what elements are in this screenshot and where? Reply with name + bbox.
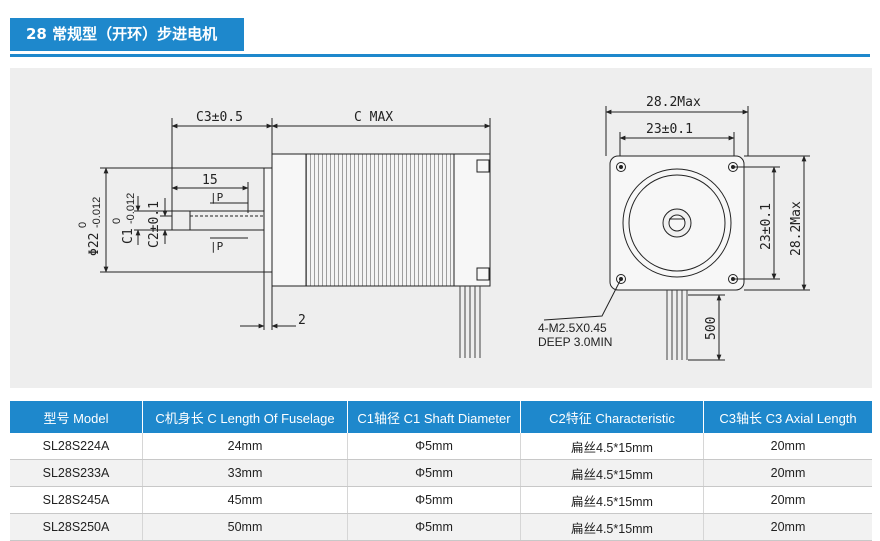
cell-shaft-diameter: Φ5mm [347,433,521,460]
dim-lead-length: 500 [704,317,719,340]
dim-c-max: C MAX [354,110,393,125]
table-row: SL28S233A 33mm Φ5mm 扁丝4.5*15mm 20mm [10,459,872,487]
dim-phi22-tol-lower: -0.012 [91,197,103,228]
dim-width-max: 28.2Max [646,95,701,110]
dim-c2: C2±0.1 [147,201,162,248]
header-characteristic: C2特征 Characteristic [520,401,704,433]
cell-length: 33mm [142,459,348,487]
header-length: C机身长 C Length Of Fuselage [142,401,348,433]
hole-note-line2: DEEP 3.0MIN [538,335,612,349]
cell-length: 45mm [142,486,348,514]
cell-axial-length: 20mm [703,459,872,487]
dim-phi22-tol-upper: 0 [77,222,89,228]
cell-length: 50mm [142,513,348,541]
table-row: SL28S224A 24mm Φ5mm 扁丝4.5*15mm 20mm [10,433,872,460]
cell-shaft-diameter: Φ5mm [347,459,521,487]
cell-characteristic: 扁丝4.5*15mm [520,486,704,514]
technical-drawing: C3±0.5 C MAX 15 |P |P 2 Φ22 0 -0.012 C1 … [10,68,872,388]
section-title: 28 常规型（开环）步进电机 [10,18,870,57]
header-shaft-diameter: C1轴径 C1 Shaft Diameter [347,401,521,433]
cell-shaft-diameter: Φ5mm [347,513,521,541]
front-view [543,106,810,361]
cell-characteristic: 扁丝4.5*15mm [520,433,704,460]
cell-axial-length: 20mm [703,513,872,541]
dim-15: 15 [202,173,218,188]
dim-c3: C3±0.5 [196,110,243,125]
flat-label-top: |P [210,191,224,204]
dim-height-max: 28.2Max [789,201,804,256]
flat-label-bottom: |P [210,240,224,253]
cell-axial-length: 20mm [703,433,872,460]
cell-model: SL28S250A [10,513,143,541]
cell-model: SL28S224A [10,433,143,460]
dim-phi22: Φ22 [87,233,102,256]
drawing-svg: C3±0.5 C MAX 15 |P |P 2 Φ22 0 -0.012 C1 … [77,95,810,361]
table-row: SL28S250A 50mm Φ5mm 扁丝4.5*15mm 20mm [10,513,872,541]
table-header-row: 型号 Model C机身长 C Length Of Fuselage C1轴径 … [10,401,872,433]
page-header: 28 常规型（开环）步进电机 [0,0,880,62]
dim-hole-spacing: 23±0.1 [646,122,693,137]
dim-c1: C1 [121,228,136,244]
cell-length: 24mm [142,433,348,460]
cell-shaft-diameter: Φ5mm [347,486,521,514]
dim-c1-tol-lower: -0.012 [125,193,137,224]
header-model: 型号 Model [10,401,143,433]
cell-axial-length: 20mm [703,486,872,514]
hole-note-line1: 4-M2.5X0.45 [538,321,607,335]
cell-model: SL28S233A [10,459,143,487]
cell-characteristic: 扁丝4.5*15mm [520,513,704,541]
cell-characteristic: 扁丝4.5*15mm [520,459,704,487]
dim-vertical-spacing: 23±0.1 [759,203,774,250]
spec-table: 型号 Model C机身长 C Length Of Fuselage C1轴径 … [10,401,872,541]
dim-c1-tol-upper: 0 [111,218,123,224]
cell-model: SL28S245A [10,486,143,514]
header-axial-length: C3轴长 C3 Axial Length [703,401,872,433]
table-row: SL28S245A 45mm Φ5mm 扁丝4.5*15mm 20mm [10,486,872,514]
side-view [100,118,491,358]
dim-2: 2 [298,313,306,328]
